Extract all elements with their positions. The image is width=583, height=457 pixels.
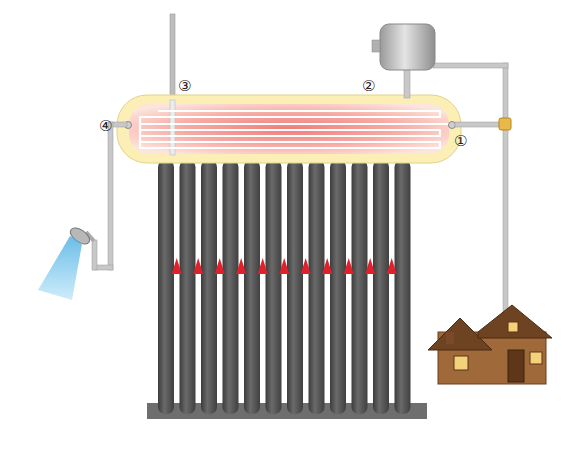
vacuum-tube: [395, 160, 411, 414]
feed-pipe: [404, 68, 410, 98]
heat-arrow: [322, 258, 332, 274]
heat-arrow: [365, 258, 375, 274]
valve: [499, 118, 511, 130]
supply-pipe: [433, 63, 508, 68]
heat-arrow: [279, 258, 289, 274]
vacuum-tube: [223, 160, 239, 414]
vacuum-tube: [180, 160, 196, 414]
house: [428, 305, 552, 384]
heat-arrow: [215, 258, 225, 274]
port: [449, 122, 456, 129]
vacuum-tube: [244, 160, 260, 414]
heat-arrows: [172, 258, 397, 274]
callout-number: ①: [454, 134, 467, 149]
shower-pipe: [108, 122, 113, 270]
vacuum-tube: [373, 160, 389, 414]
heat-exchanger-coil: [140, 111, 446, 148]
heat-arrow: [236, 258, 246, 274]
heat-arrow: [193, 258, 203, 274]
vacuum-tube: [158, 160, 174, 414]
vacuum-tube: [309, 160, 325, 414]
vacuum-tubes: [158, 160, 411, 414]
house-pipe: [503, 63, 508, 313]
vacuum-tube: [352, 160, 368, 414]
callout-number: ②: [362, 79, 375, 94]
vacuum-tube: [201, 160, 217, 414]
tank-water: [129, 104, 449, 154]
vacuum-tube: [330, 160, 346, 414]
shower-pipe: [92, 240, 97, 270]
vent-pipe: [170, 14, 175, 154]
heat-arrow: [387, 258, 397, 274]
vacuum-tube: [287, 160, 303, 414]
feed-tank: [380, 24, 435, 70]
heat-arrow: [301, 258, 311, 274]
feed-tank-inlet: [372, 40, 380, 52]
heat-arrow: [258, 258, 268, 274]
water-spray: [38, 236, 82, 300]
vacuum-tube: [266, 160, 282, 414]
callout-number: ③: [178, 79, 191, 94]
tank-insulation: [117, 95, 461, 163]
callout-number: ④: [99, 119, 112, 134]
heat-arrow: [172, 258, 182, 274]
vent-pipe-inner: [170, 100, 175, 155]
heat-arrow: [344, 258, 354, 274]
